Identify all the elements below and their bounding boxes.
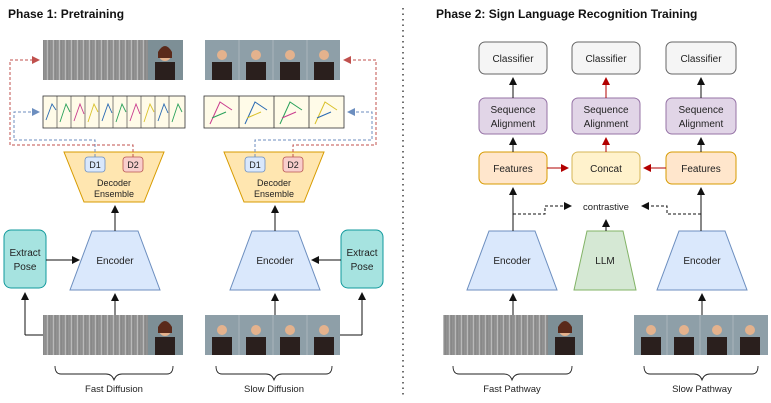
slow-pathway-bracket	[643, 365, 759, 382]
phase1-dashed-arrows	[9, 56, 377, 157]
slow-pathway-caption: Slow Pathway	[672, 384, 732, 395]
svg-text:Pose: Pose	[14, 262, 37, 273]
svg-text:Alignment: Alignment	[491, 119, 536, 130]
slow-diffusion-bracket	[215, 365, 333, 382]
svg-text:Pose: Pose	[351, 262, 374, 273]
phase1-title: Phase 1: Pretraining	[8, 7, 124, 21]
phase1-arrows	[21, 205, 366, 336]
concat-block: Concat	[571, 151, 641, 185]
slow-input-image	[205, 315, 340, 355]
features-slow: Features	[665, 151, 737, 185]
svg-text:Extract: Extract	[9, 248, 40, 259]
svg-text:Sequence: Sequence	[490, 105, 535, 116]
contrastive-label: contrastive	[583, 202, 629, 213]
slow-pathway-image	[634, 315, 768, 355]
svg-text:D2: D2	[127, 160, 139, 170]
slow-diffusion-caption: Slow Diffusion	[244, 384, 304, 395]
decoder-ensemble-slow: D1 D2 Decoder Ensemble	[223, 151, 325, 203]
llm-block: LLM	[573, 230, 637, 291]
svg-text:Sequence: Sequence	[583, 105, 628, 116]
svg-text:Encoder: Encoder	[96, 256, 134, 267]
svg-text:Alignment: Alignment	[679, 119, 724, 130]
svg-text:Ensemble: Ensemble	[254, 189, 294, 199]
svg-text:Encoder: Encoder	[683, 256, 721, 267]
classifier-fast: Classifier	[478, 41, 548, 75]
fast-input-image	[43, 315, 183, 355]
svg-text:LLM: LLM	[595, 256, 614, 267]
svg-text:D1: D1	[89, 160, 101, 170]
encoder-fast-phase1: Encoder	[69, 230, 161, 291]
sequence-alignment-slow: Sequence Alignment	[665, 97, 737, 135]
decoder-ensemble-fast: D1 D2 Decoder Ensemble	[63, 151, 165, 203]
fast-pathway-caption: Fast Pathway	[483, 384, 541, 395]
svg-text:Sequence: Sequence	[678, 105, 723, 116]
fast-reconstruction-image	[43, 40, 183, 80]
svg-text:Concat: Concat	[590, 164, 622, 175]
phase2-title: Phase 2: Sign Language Recognition Train…	[436, 7, 697, 21]
svg-text:Classifier: Classifier	[585, 54, 627, 65]
slow-pose-strip	[203, 95, 345, 129]
classifier-slow: Classifier	[665, 41, 737, 75]
features-fast: Features	[478, 151, 548, 185]
svg-text:Features: Features	[681, 164, 720, 175]
svg-text:Extract: Extract	[346, 248, 377, 259]
svg-text:Ensemble: Ensemble	[94, 189, 134, 199]
svg-text:Decoder: Decoder	[97, 178, 131, 188]
svg-text:Decoder: Decoder	[257, 178, 291, 188]
svg-text:Alignment: Alignment	[584, 119, 629, 130]
contrastive-dashed-arrows	[513, 202, 701, 215]
fast-pathway-image	[443, 315, 583, 355]
slow-reconstruction-image	[205, 40, 340, 80]
svg-text:Features: Features	[493, 164, 532, 175]
svg-text:D1: D1	[249, 160, 261, 170]
phase2-arrows	[509, 77, 706, 315]
sequence-alignment-fast: Sequence Alignment	[478, 97, 548, 135]
svg-text:Classifier: Classifier	[492, 54, 534, 65]
extract-pose-right: Extract Pose	[340, 229, 384, 289]
svg-text:D2: D2	[287, 160, 299, 170]
classifier-concat: Classifier	[571, 41, 641, 75]
sequence-alignment-concat: Sequence Alignment	[571, 97, 641, 135]
fast-pathway-bracket	[452, 365, 573, 382]
fast-pose-strip	[42, 95, 186, 129]
fast-diffusion-bracket	[54, 365, 174, 382]
fast-diffusion-caption: Fast Diffusion	[85, 384, 143, 395]
encoder-fast-phase2: Encoder	[466, 230, 558, 291]
phase2-red-arrows	[547, 77, 666, 172]
encoder-slow-phase2: Encoder	[656, 230, 748, 291]
svg-text:Encoder: Encoder	[256, 256, 294, 267]
extract-pose-left: Extract Pose	[3, 229, 47, 289]
svg-text:Encoder: Encoder	[493, 256, 531, 267]
encoder-slow-phase1: Encoder	[229, 230, 321, 291]
svg-text:Classifier: Classifier	[680, 54, 722, 65]
